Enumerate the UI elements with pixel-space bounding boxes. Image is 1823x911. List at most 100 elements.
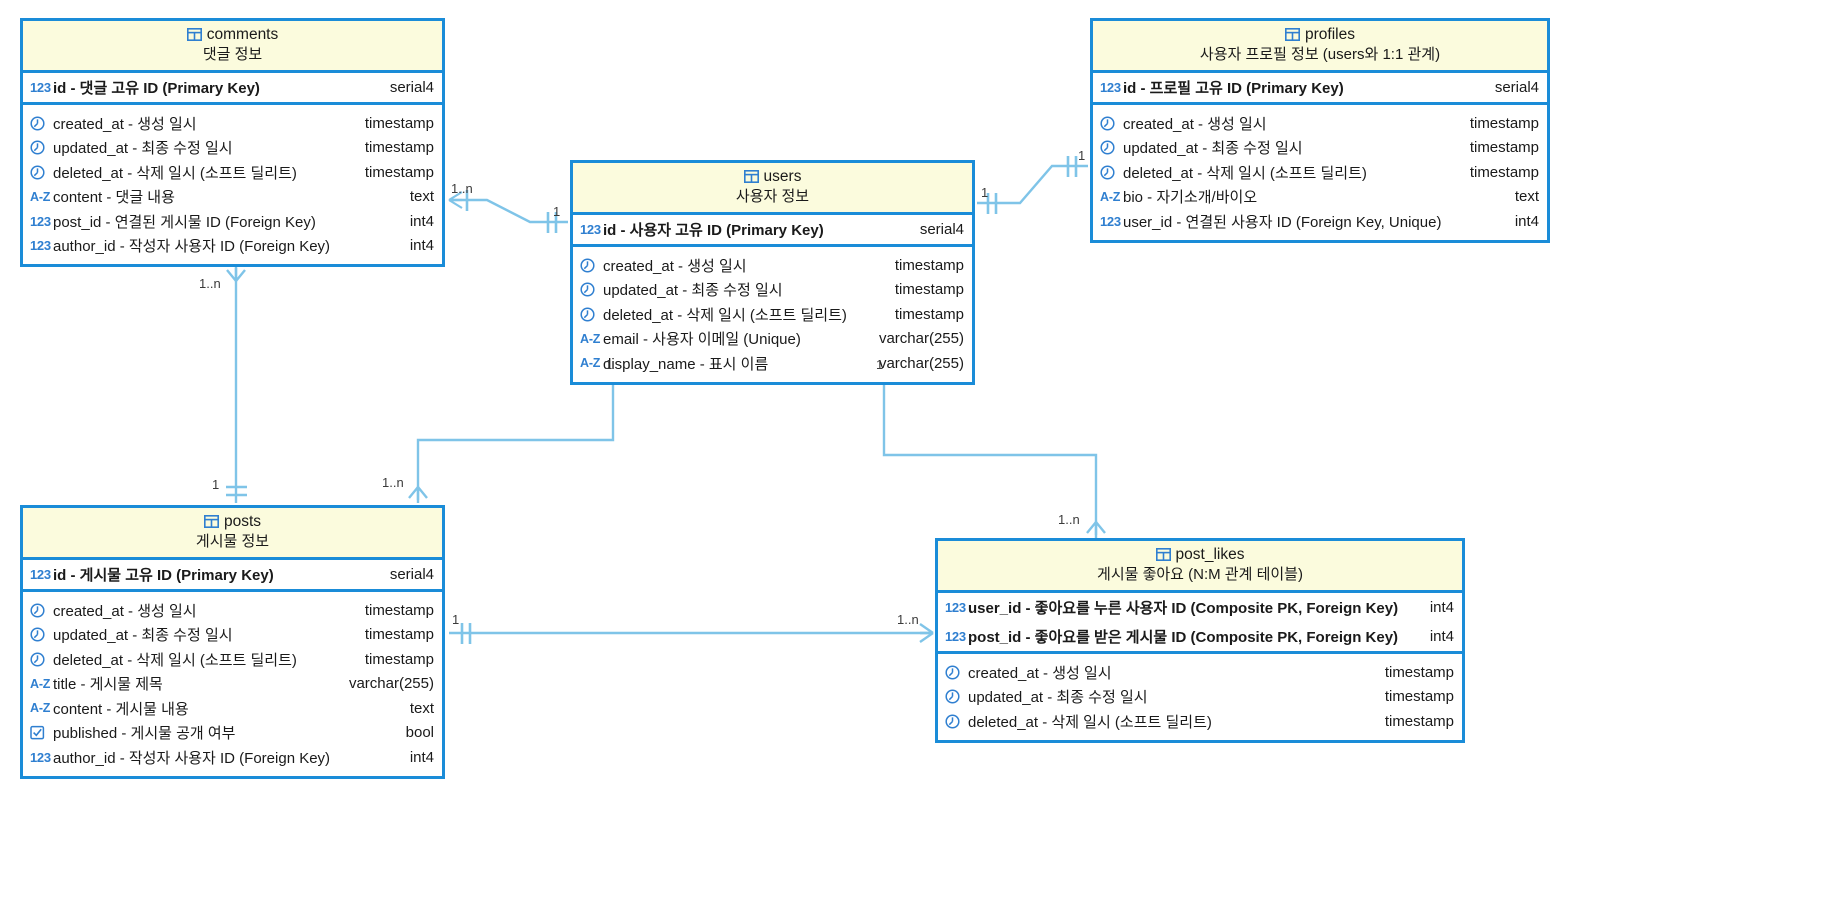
columns-section: created_at - 생성 일시 timestamp updated_at … — [23, 592, 442, 776]
column-label: updated_at - 최종 수정 일시 — [53, 140, 233, 158]
number-icon: 123 — [945, 600, 966, 615]
columns-section: created_at - 생성 일시 timestamp updated_at … — [1093, 105, 1547, 240]
column-label: created_at - 생성 일시 — [1123, 115, 1267, 133]
column-row[interactable]: created_at - 생성 일시 timestamp — [573, 253, 972, 278]
entity-header: posts 게시물 정보 — [23, 508, 442, 560]
column-row[interactable]: created_at - 생성 일시 timestamp — [23, 598, 442, 623]
column-row[interactable]: 123 post_id - 연결된 게시물 ID (Foreign Key) i… — [23, 209, 442, 234]
column-row[interactable]: deleted_at - 삭제 일시 (소프트 딜리트) timestamp — [1093, 160, 1547, 185]
column-label: title - 게시물 제목 — [53, 676, 163, 694]
column-row[interactable]: created_at - 생성 일시 timestamp — [938, 660, 1462, 685]
cardinality-comments-to-posts: 1..n — [199, 276, 221, 291]
entity-comment: 게시물 정보 — [195, 533, 270, 550]
column-row[interactable]: 123 author_id - 작성자 사용자 ID (Foreign Key)… — [23, 234, 442, 259]
column-type: timestamp — [894, 305, 964, 323]
composite-primary-key-section: 123 user_id - 좋아요를 누른 사용자 ID (Composite … — [938, 593, 1462, 654]
column-label: deleted_at - 삭제 일시 (소프트 딜리트) — [968, 713, 1212, 731]
clock-icon — [30, 627, 53, 642]
column-type: serial4 — [1494, 79, 1539, 96]
column-label: user_id - 연결된 사용자 ID (Foreign Key, Uniqu… — [1123, 213, 1442, 231]
column-type: serial4 — [919, 221, 964, 238]
column-row[interactable]: updated_at - 최종 수정 일시 timestamp — [573, 278, 972, 303]
entity-header: profiles 사용자 프로필 정보 (users와 1:1 관계) — [1093, 21, 1547, 73]
entity-comment: 사용자 프로필 정보 (users와 1:1 관계) — [1199, 46, 1441, 63]
column-type: timestamp — [894, 256, 964, 274]
column-label: updated_at - 최종 수정 일시 — [968, 689, 1148, 707]
cardinality-users-to-comments: 1 — [553, 204, 561, 219]
column-label: created_at - 생성 일시 — [968, 664, 1112, 682]
cardinality-users-to-postlikes: 1 — [876, 357, 884, 372]
column-label: deleted_at - 삭제 일시 (소프트 딜리트) — [603, 306, 847, 324]
column-row[interactable]: 123 user_id - 연결된 사용자 ID (Foreign Key, U… — [1093, 209, 1547, 234]
column-label: updated_at - 최종 수정 일시 — [1123, 140, 1303, 158]
column-row[interactable]: deleted_at - 삭제 일시 (소프트 딜리트) timestamp — [23, 647, 442, 672]
column-row[interactable]: updated_at - 최종 수정 일시 timestamp — [938, 685, 1462, 710]
column-row-pk[interactable]: 123 id - 게시물 고유 ID (Primary Key) serial4 — [23, 560, 442, 589]
entity-title: posts — [31, 512, 434, 531]
column-row[interactable]: 123 author_id - 작성자 사용자 ID (Foreign Key)… — [23, 745, 442, 770]
cardinality-comments-to-users: 1..n — [451, 181, 473, 196]
clock-icon — [945, 665, 968, 680]
text-icon: A-Z — [1100, 189, 1121, 204]
column-row[interactable]: deleted_at - 삭제 일시 (소프트 딜리트) timestamp — [23, 160, 442, 185]
column-label: id - 댓글 고유 ID (Primary Key) — [53, 80, 260, 97]
entity-post-likes[interactable]: post_likes 게시물 좋아요 (N:M 관계 테이블) 123 user… — [935, 538, 1465, 743]
entity-comments[interactable]: comments 댓글 정보 123 id - 댓글 고유 ID (Primar… — [20, 18, 445, 267]
column-row-pk[interactable]: 123 id - 프로필 고유 ID (Primary Key) serial4 — [1093, 73, 1547, 102]
column-label: updated_at - 최종 수정 일시 — [603, 282, 783, 300]
primary-key-section: 123 id - 사용자 고유 ID (Primary Key) serial4 — [573, 215, 972, 247]
clock-icon — [1100, 165, 1123, 180]
table-icon — [186, 28, 202, 41]
column-type: timestamp — [1469, 163, 1539, 181]
column-row-pk[interactable]: 123 user_id - 좋아요를 누른 사용자 ID (Composite … — [938, 593, 1462, 622]
column-row-pk[interactable]: 123 id - 사용자 고유 ID (Primary Key) serial4 — [573, 215, 972, 244]
column-row[interactable]: updated_at - 최종 수정 일시 timestamp — [23, 136, 442, 161]
entity-users[interactable]: users 사용자 정보 123 id - 사용자 고유 ID (Primary… — [570, 160, 975, 385]
clock-icon — [30, 140, 53, 155]
entity-header: comments 댓글 정보 — [23, 21, 442, 73]
column-row[interactable]: updated_at - 최종 수정 일시 timestamp — [1093, 136, 1547, 161]
text-icon: A-Z — [580, 356, 601, 371]
column-label: user_id - 좋아요를 누른 사용자 ID (Composite PK, … — [968, 600, 1399, 617]
column-row[interactable]: A-Z title - 게시물 제목 varchar(255) — [23, 672, 442, 697]
column-row[interactable]: deleted_at - 삭제 일시 (소프트 딜리트) timestamp — [573, 302, 972, 327]
column-type: timestamp — [1384, 712, 1454, 730]
column-type: timestamp — [1384, 663, 1454, 681]
column-type: serial4 — [389, 566, 434, 583]
entity-posts[interactable]: posts 게시물 정보 123 id - 게시물 고유 ID (Primary… — [20, 505, 445, 779]
column-row-pk[interactable]: 123 post_id - 좋아요를 받은 게시물 ID (Composite … — [938, 622, 1462, 651]
column-row[interactable]: A-Z display_name - 표시 이름 varchar(255) — [573, 351, 972, 376]
column-row-pk[interactable]: 123 id - 댓글 고유 ID (Primary Key) serial4 — [23, 73, 442, 102]
column-type: serial4 — [389, 79, 434, 96]
column-type: varchar(255) — [878, 354, 964, 372]
column-row[interactable]: updated_at - 최종 수정 일시 timestamp — [23, 623, 442, 648]
clock-icon — [945, 714, 968, 729]
column-label: id - 프로필 고유 ID (Primary Key) — [1123, 80, 1344, 97]
column-row[interactable]: created_at - 생성 일시 timestamp — [1093, 111, 1547, 136]
entity-title: profiles — [1101, 25, 1539, 44]
column-label: deleted_at - 삭제 일시 (소프트 딜리트) — [53, 164, 297, 182]
clock-icon — [580, 307, 603, 322]
column-row[interactable]: A-Z content - 댓글 내용 text — [23, 185, 442, 210]
column-row[interactable]: deleted_at - 삭제 일시 (소프트 딜리트) timestamp — [938, 709, 1462, 734]
column-label: content - 게시물 내용 — [53, 700, 189, 718]
column-label: created_at - 생성 일시 — [603, 257, 747, 275]
column-label: id - 게시물 고유 ID (Primary Key) — [53, 567, 274, 584]
column-label: display_name - 표시 이름 — [603, 355, 769, 373]
column-label: author_id - 작성자 사용자 ID (Foreign Key) — [53, 238, 331, 256]
connector-profiles-users — [977, 156, 1088, 214]
column-row[interactable]: A-Z content - 게시물 내용 text — [23, 696, 442, 721]
entity-name: posts — [223, 513, 262, 530]
column-row[interactable]: created_at - 생성 일시 timestamp — [23, 111, 442, 136]
entity-title: users — [581, 167, 964, 186]
column-row[interactable]: A-Z bio - 자기소개/바이오 text — [1093, 185, 1547, 210]
column-type: int4 — [1429, 599, 1454, 616]
columns-section: created_at - 생성 일시 timestamp updated_at … — [23, 105, 442, 264]
column-type: text — [409, 699, 434, 717]
column-label: post_id - 좋아요를 받은 게시물 ID (Composite PK, … — [968, 629, 1399, 646]
columns-section: created_at - 생성 일시 timestamp updated_at … — [938, 654, 1462, 740]
entity-profiles[interactable]: profiles 사용자 프로필 정보 (users와 1:1 관계) 123 … — [1090, 18, 1550, 243]
column-row[interactable]: A-Z email - 사용자 이메일 (Unique) varchar(255… — [573, 327, 972, 352]
column-type: varchar(255) — [878, 330, 964, 348]
column-row[interactable]: published - 게시물 공개 여부 bool — [23, 721, 442, 746]
